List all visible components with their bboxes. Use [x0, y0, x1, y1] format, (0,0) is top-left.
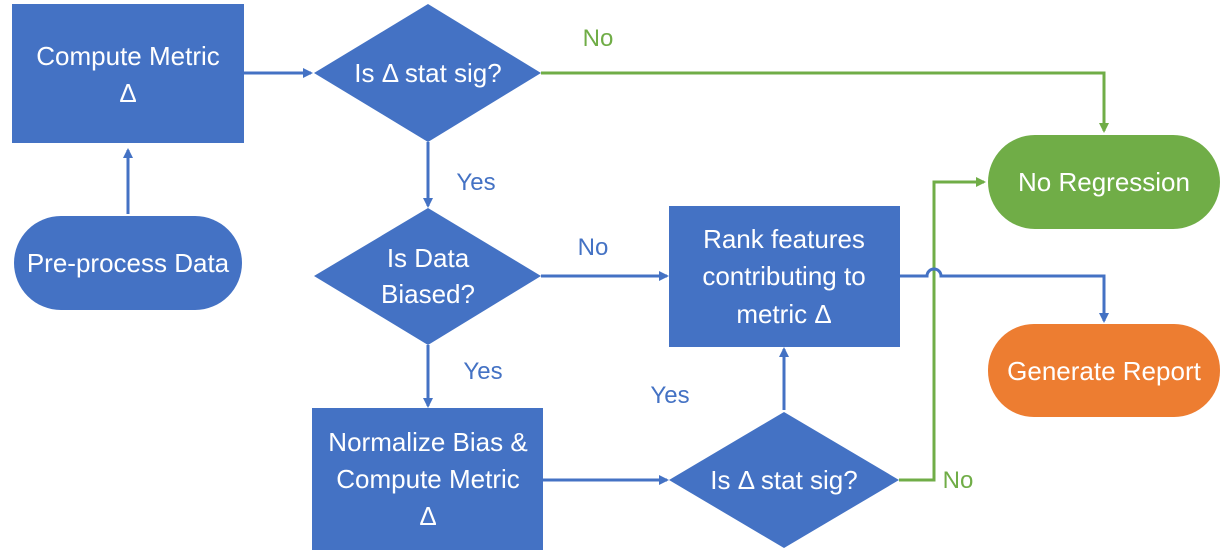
- rank-features-line-3: metric Δ: [736, 299, 831, 329]
- rank-features-box: Rank features contributing to metric Δ: [669, 206, 900, 347]
- svg-text:Generate Report: Generate Report: [1007, 356, 1201, 386]
- stat-sig-1-label: Is Δ stat sig?: [354, 58, 501, 88]
- sig2-yes-label: Yes: [650, 382, 689, 409]
- stat-sig-2-label: Is Δ stat sig?: [710, 465, 857, 495]
- arrow-sig2-no-to-noregression: [899, 177, 986, 482]
- data-biased-line-2: Biased?: [381, 279, 475, 309]
- biased-no-label: No: [578, 234, 609, 261]
- normalize-line-1: Normalize Bias &: [328, 427, 527, 457]
- svg-text:Pre-process Data: Pre-process Data: [27, 248, 230, 278]
- compute-metric-line-1: Compute Metric: [36, 41, 220, 71]
- stat-sig-decision-1: Is Δ stat sig?: [314, 4, 541, 142]
- rank-features-line-1: Rank features: [703, 224, 865, 254]
- preprocess-terminal: Pre-process Data: [14, 216, 242, 310]
- sig1-yes-label: Yes: [456, 169, 495, 196]
- data-biased-line-1: Is Data: [387, 243, 470, 273]
- stat-sig-decision-2: Is Δ stat sig?: [669, 412, 899, 548]
- svg-text:Is Δ stat sig?: Is Δ stat sig?: [710, 465, 857, 495]
- no-regression-label: No Regression: [1018, 167, 1190, 197]
- connectors: [123, 68, 1109, 485]
- generate-report-label: Generate Report: [1007, 356, 1201, 386]
- rank-features-line-2: contributing to: [702, 261, 865, 291]
- arrow-sig1-no-to-noregression: [541, 71, 1109, 133]
- biased-yes-label: Yes: [463, 358, 502, 385]
- no-regression-terminal: No Regression: [988, 135, 1220, 229]
- generate-report-terminal: Generate Report: [988, 324, 1220, 417]
- preprocess-label: Pre-process Data: [27, 248, 230, 278]
- normalize-line-2: Compute Metric: [336, 464, 520, 494]
- edge-labels: No Yes No Yes Yes No: [456, 25, 973, 494]
- svg-text:No Regression: No Regression: [1018, 167, 1190, 197]
- normalize-line-3: Δ: [419, 501, 436, 531]
- compute-metric-line-2: Δ: [119, 78, 136, 108]
- sig2-no-label: No: [943, 467, 974, 494]
- arrow-rank-to-report: [900, 267, 1109, 323]
- sig1-no-label: No: [583, 25, 614, 52]
- svg-text:Is Δ stat sig?: Is Δ stat sig?: [354, 58, 501, 88]
